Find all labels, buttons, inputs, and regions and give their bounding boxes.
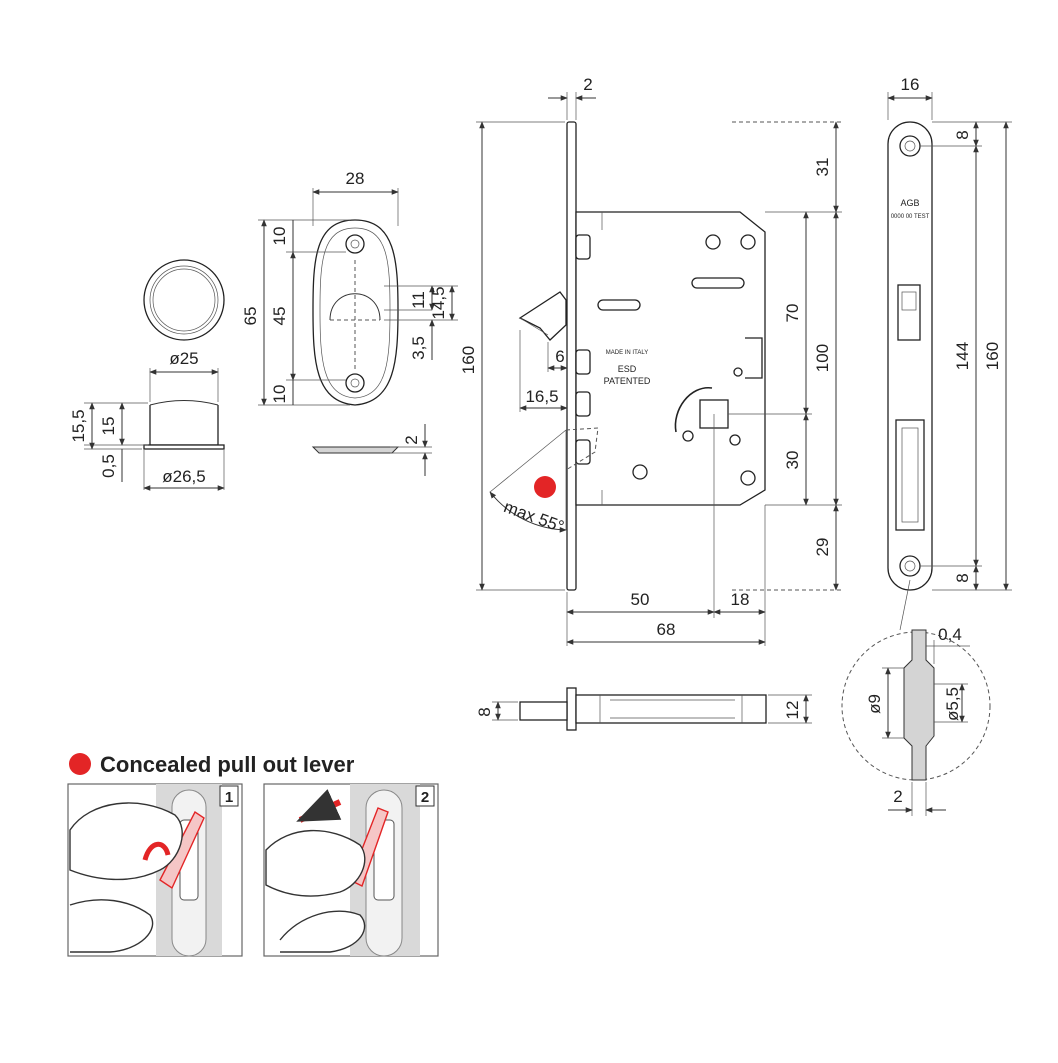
faceplate-thickness: 2	[583, 75, 592, 94]
step-panel-2: 2	[263, 783, 439, 957]
bolt-height: 8	[475, 707, 494, 716]
detail-offset: 0,4	[938, 625, 962, 644]
bottom-offset: 29	[813, 538, 832, 557]
detail-hole-diameter: ø5,5	[943, 687, 962, 721]
escutcheon-bottom: 10	[270, 385, 289, 404]
strike-logo: AGB	[900, 198, 919, 208]
strike-hole-bottom: 8	[953, 573, 972, 582]
escutcheon-drawing: 28 65 45 10 10 11 14,5 3,5 2	[241, 169, 458, 476]
spindle-to-bolt: 30	[783, 451, 802, 470]
to-spindle: 70	[783, 304, 802, 323]
lever-release-hole	[534, 476, 556, 498]
rose-ring-drawing: ø25 ø26,5 15,5 15 0,5	[69, 259, 225, 491]
body-thickness: 12	[783, 701, 802, 720]
countersink-detail: 0,4 ø9 ø5,5 2	[841, 625, 991, 816]
strike-logo-sub: 0000 00 TEST	[891, 214, 930, 220]
slot-dimension-a: 11	[409, 291, 428, 309]
depth-total: 68	[657, 620, 676, 639]
body-height: 100	[813, 344, 832, 372]
slot-dimension-b: 14,5	[429, 286, 448, 319]
depth-a: 50	[631, 590, 650, 609]
mark-brand: ESD	[618, 364, 637, 374]
step-2-number: 2	[421, 789, 429, 806]
escutcheon-height: 65	[241, 307, 260, 326]
caption-dot	[69, 753, 91, 775]
rose-flange-height: 0,5	[99, 454, 118, 478]
mark-patent: PATENTED	[604, 376, 651, 386]
rose-outer-diameter: ø25	[169, 349, 198, 368]
strike-width: 16	[901, 75, 920, 94]
detail-thickness: 2	[893, 787, 902, 806]
caption: Concealed pull out lever	[69, 752, 355, 777]
lever-angle: max 55°	[501, 497, 566, 536]
escutcheon-top: 10	[270, 227, 289, 246]
rose-base-diameter: ø26,5	[162, 467, 205, 486]
strike-height: 160	[983, 342, 1002, 370]
lever-backset: 16,5	[525, 387, 558, 406]
mark-made-in: MADE IN ITALY	[606, 350, 648, 356]
step-1-number: 1	[225, 789, 233, 806]
slot-dimension-c: 3,5	[409, 336, 428, 360]
escutcheon-spacing: 45	[270, 307, 289, 326]
caption-text: Concealed pull out lever	[100, 752, 355, 777]
rose-body-height: 15	[99, 417, 118, 436]
rose-total-height: 15,5	[69, 409, 88, 442]
strike-hole-top: 8	[953, 130, 972, 139]
escutcheon-width: 28	[346, 169, 365, 188]
escutcheon-thickness: 2	[402, 435, 421, 444]
depth-b: 18	[731, 590, 750, 609]
side-view-drawing: 8 12	[475, 687, 812, 731]
strike-spacing: 144	[953, 342, 972, 370]
lever-offset: 6	[555, 347, 564, 366]
detail-counter-diameter: ø9	[865, 694, 884, 714]
step-panel-1: 1	[67, 783, 243, 957]
top-offset: 31	[813, 158, 832, 177]
lock-body-drawing: MADE IN ITALY ESD PATENTED max 55° 2 160…	[459, 75, 842, 646]
strike-plate-drawing: AGB 0000 00 TEST 16 8 144 8 160	[887, 75, 1012, 631]
lock-height: 160	[459, 346, 478, 374]
